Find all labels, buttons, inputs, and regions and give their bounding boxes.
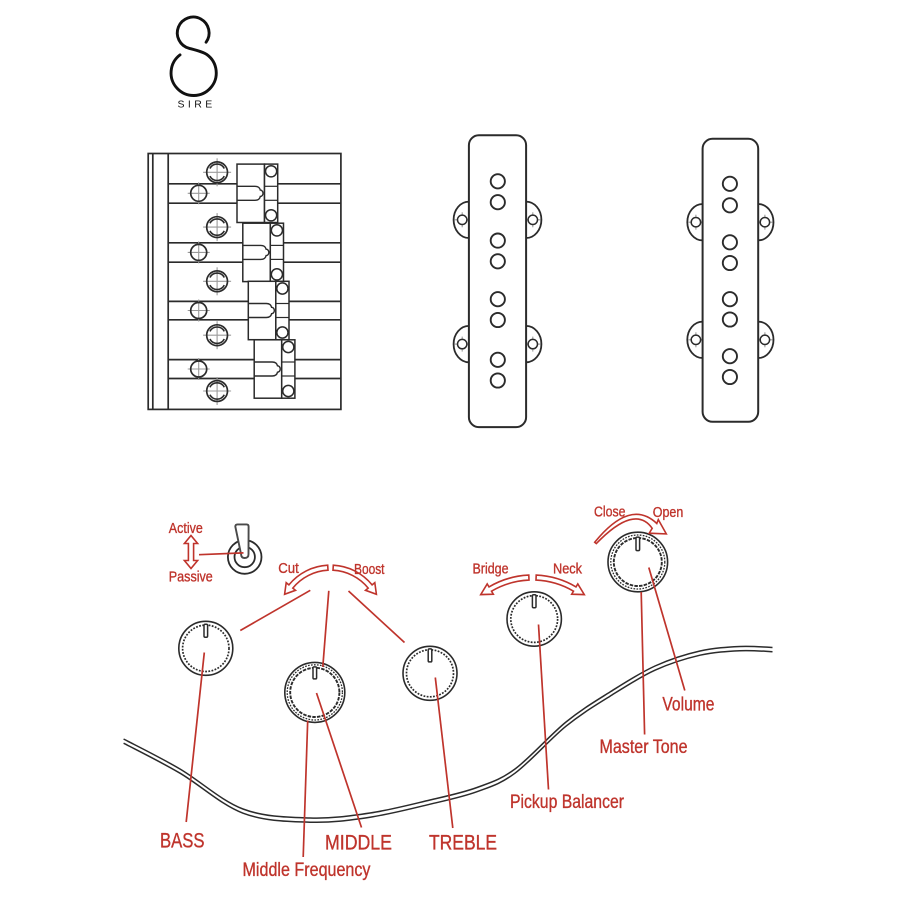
svg-text:Cut: Cut (278, 560, 299, 577)
svg-text:Volume: Volume (662, 695, 714, 716)
svg-text:TREBLE: TREBLE (429, 832, 497, 855)
svg-text:Bridge: Bridge (473, 561, 509, 578)
svg-text:Master Tone: Master Tone (600, 737, 688, 758)
svg-text:MIDDLE: MIDDLE (325, 832, 392, 855)
svg-text:Pickup Balancer: Pickup Balancer (510, 792, 625, 813)
svg-text:Open: Open (653, 504, 684, 521)
svg-text:Middle Frequency: Middle Frequency (243, 860, 371, 881)
svg-text:SIRE: SIRE (178, 98, 216, 110)
svg-text:Passive: Passive (169, 569, 213, 586)
svg-text:Active: Active (169, 520, 203, 537)
svg-text:BASS: BASS (160, 830, 205, 853)
svg-text:Boost: Boost (354, 561, 385, 578)
svg-text:Close: Close (594, 504, 626, 521)
svg-text:Neck: Neck (553, 561, 582, 578)
